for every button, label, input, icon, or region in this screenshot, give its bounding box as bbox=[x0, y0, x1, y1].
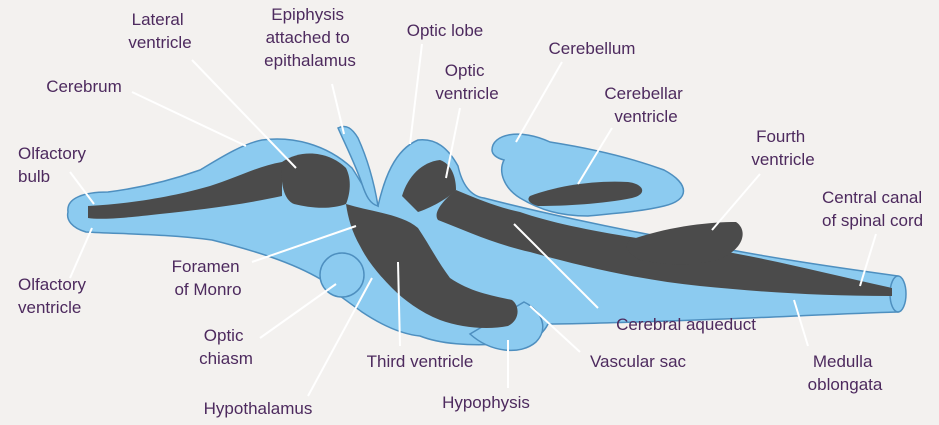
pointer-cerebrum bbox=[132, 92, 246, 146]
label-hypophysis: Hypophysis bbox=[442, 393, 530, 412]
label-cerebellar-ventricle: Cerebellar ventricle bbox=[604, 84, 687, 126]
label-vascular-sac: Vascular sac bbox=[590, 352, 687, 371]
label-cerebral-aqueduct: Cerebral aqueduct bbox=[616, 315, 756, 334]
label-lateral-ventricle: Lateral ventricle bbox=[128, 10, 191, 52]
label-foramen-of-monro: Foramen of Monro bbox=[172, 257, 245, 299]
label-optic-lobe: Optic lobe bbox=[407, 21, 484, 40]
pointer-fourth-ventricle bbox=[712, 174, 760, 230]
label-medulla-oblongata: Medulla oblongata bbox=[808, 352, 883, 394]
label-third-ventricle: Third ventricle bbox=[367, 352, 474, 371]
label-fourth-ventricle: Fourth ventricle bbox=[751, 127, 814, 169]
label-hypothalamus: Hypothalamus bbox=[204, 399, 313, 418]
pointer-olfactory-ventricle bbox=[70, 228, 92, 278]
label-cerebrum: Cerebrum bbox=[46, 77, 122, 96]
label-optic-chiasm: Optic chiasm bbox=[199, 326, 253, 368]
label-olfactory-ventricle: Olfactory ventricle bbox=[18, 275, 91, 317]
pointer-epiphysis bbox=[332, 84, 344, 134]
label-epiphysis: Epiphysis attached to epithalamus bbox=[264, 5, 356, 70]
pointer-optic-chiasm bbox=[260, 284, 336, 338]
label-olfactory-bulb: Olfactory bulb bbox=[18, 144, 91, 186]
label-optic-ventricle: Optic ventricle bbox=[435, 61, 498, 103]
label-cerebellum: Cerebellum bbox=[549, 39, 636, 58]
label-central-canal: Central canal of spinal cord bbox=[822, 188, 927, 230]
pointer-cerebellum bbox=[516, 62, 562, 142]
spinal-cord-end bbox=[890, 276, 906, 312]
pointer-optic-lobe bbox=[410, 44, 422, 144]
